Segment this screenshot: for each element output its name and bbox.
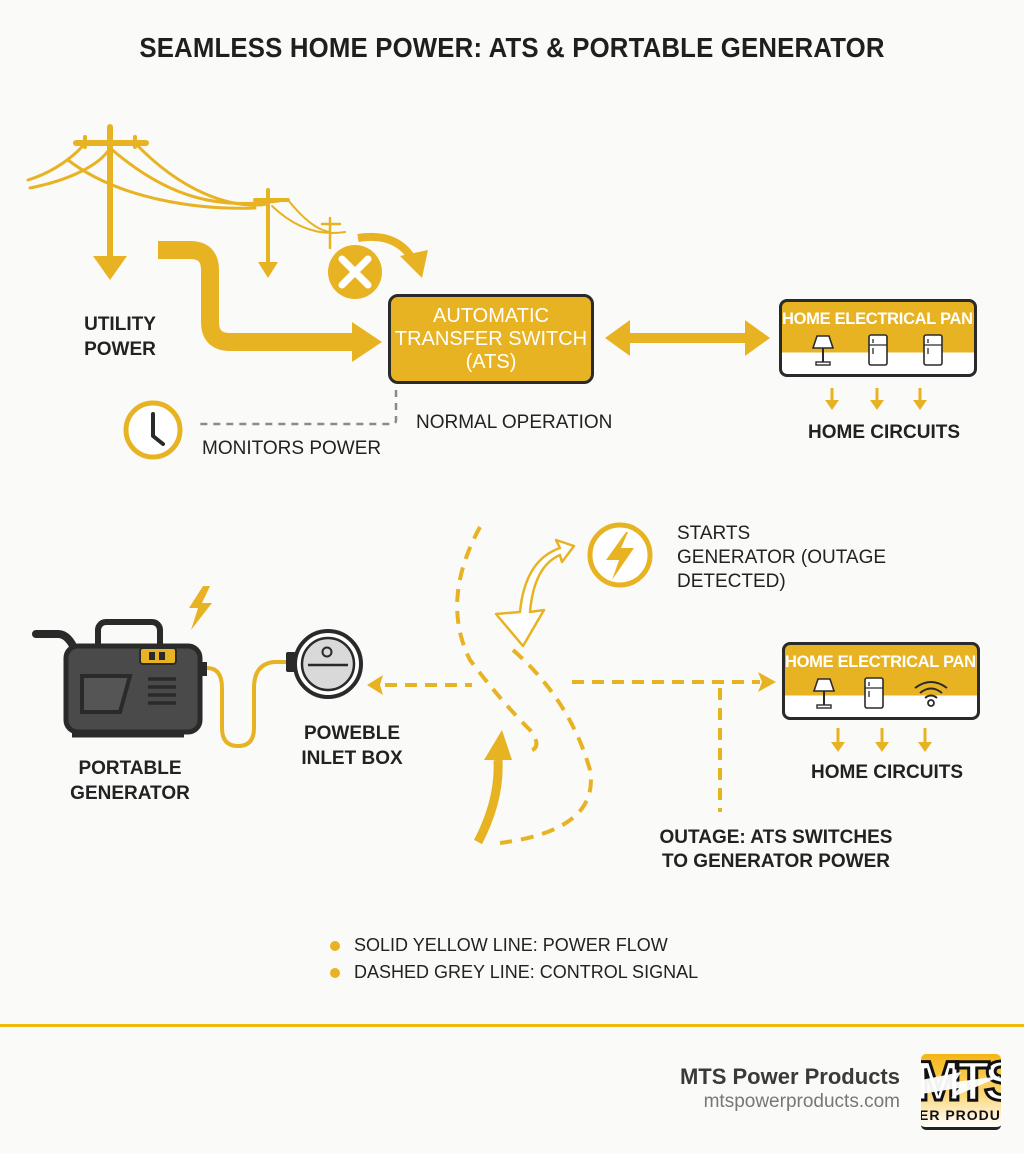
legend: SOLID YELLOW LINE: POWER FLOW DASHED GRE…	[330, 932, 698, 986]
utility-label-line-2: POWER	[84, 339, 156, 360]
wifi-icon	[914, 681, 948, 707]
brand-url[interactable]: mtspowerproducts.com	[703, 1091, 900, 1112]
legend-item-control-signal: DASHED GREY LINE: CONTROL SIGNAL	[330, 959, 698, 986]
home-panel-top: HOME ELECTRICAL PANEL	[779, 299, 977, 377]
utility-power-label: UTILITY POWER	[70, 312, 170, 362]
inlet-box-label: POWEBLE INLET BOX	[290, 721, 414, 771]
clock-icon	[123, 400, 183, 460]
utility-label-line-1: UTILITY	[84, 314, 156, 335]
generator-cable	[206, 660, 288, 749]
brand-name: MTS Power Products	[679, 1064, 900, 1089]
outage-line-1: OUTAGE: ATS SWITCHES	[659, 827, 893, 848]
ats-panel-double-arrow	[605, 320, 770, 356]
inlet-label-line-2: INLET BOX	[301, 748, 403, 769]
outage-line-2: TO GENERATOR POWER	[661, 851, 891, 872]
starts-line-2: GENERATOR (OUTAGE	[677, 547, 887, 568]
logo-subtext: ER PRODUC	[921, 1107, 1001, 1123]
lightning-circle-icon	[587, 522, 653, 588]
utility-pole-icon	[26, 124, 346, 272]
panel-title: HOME ELECTRICAL PANEL	[785, 653, 980, 671]
legend-label: DASHED GREY LINE: CONTROL SIGNAL	[354, 962, 699, 982]
outage-x-icon	[328, 245, 382, 299]
utility-down-arrow-small	[258, 262, 278, 278]
utility-to-ats-arrow	[158, 241, 360, 351]
legend-dot-icon	[330, 967, 340, 978]
inlet-label-line-1: POWEBLE	[303, 723, 401, 744]
ats-line-2: TRANSFER SWITCH	[394, 327, 588, 350]
lightning-icon	[189, 586, 212, 630]
brand-block: MTS Power Products mtspowerproducts.com	[680, 1064, 900, 1113]
portable-generator-label: PORTABLE GENERATOR	[60, 756, 200, 806]
legend-label: SOLID YELLOW LINE: POWER FLOW	[354, 935, 668, 955]
inlet-box-icon	[286, 629, 363, 699]
legend-dot-icon	[330, 940, 340, 951]
starts-line-1: STARTS	[677, 523, 751, 544]
to-panel-dashed-arrow	[572, 672, 776, 812]
outage-curve-arrow	[357, 232, 416, 261]
portable-generator-icon	[32, 619, 207, 738]
generator-power-up-arrow	[474, 759, 503, 845]
logo-bolt-icon	[921, 1072, 1001, 1098]
normal-operation-label: NORMAL OPERATION	[416, 412, 613, 433]
monitors-power-label: MONITORS POWER	[202, 438, 382, 459]
bottom-circuit-arrows	[831, 728, 932, 752]
power-flow-dashed-curves	[455, 526, 593, 845]
lamp-icon	[813, 678, 835, 709]
utility-down-arrow	[93, 256, 127, 280]
legend-item-power-flow: SOLID YELLOW LINE: POWER FLOW	[330, 932, 698, 959]
page-title: SEAMLESS HOME POWER: ATS & PORTABLE GENE…	[139, 32, 885, 63]
refrigerator-icon	[922, 334, 943, 366]
ats-line-1: AUTOMATIC	[433, 304, 549, 327]
control-signal-line	[200, 390, 398, 426]
refrigerator-icon	[868, 334, 888, 366]
to-inlet-dashed-arrow	[367, 675, 472, 695]
ats-line-3: (ATS)	[465, 350, 517, 373]
starts-line-3: DETECTED)	[677, 571, 786, 592]
lamp-icon	[812, 335, 835, 366]
signal-curve-arrow	[494, 538, 576, 648]
ats-box: AUTOMATIC TRANSFER SWITCH (ATS)	[388, 294, 594, 384]
brand-logo: MTS ER PRODUC	[921, 1054, 1001, 1130]
refrigerator-icon	[864, 677, 884, 709]
outage-switch-label: OUTAGE: ATS SWITCHES TO GENERATOR POWER	[648, 826, 904, 874]
home-circuits-label-top: HOME CIRCUITS	[808, 422, 960, 443]
panel-title: HOME ELECTRICAL PANEL	[782, 310, 977, 328]
generator-label-line-1: PORTABLE	[78, 758, 182, 779]
home-circuits-label-bottom: HOME CIRCUITS	[811, 762, 963, 783]
starts-generator-label: STARTS GENERATOR (OUTAGE DETECTED)	[677, 522, 886, 594]
footer-divider	[0, 1024, 1024, 1027]
top-circuit-arrows	[825, 388, 927, 410]
home-panel-bottom: HOME ELECTRICAL PANEL	[782, 642, 980, 720]
generator-label-line-2: GENERATOR	[70, 783, 190, 804]
